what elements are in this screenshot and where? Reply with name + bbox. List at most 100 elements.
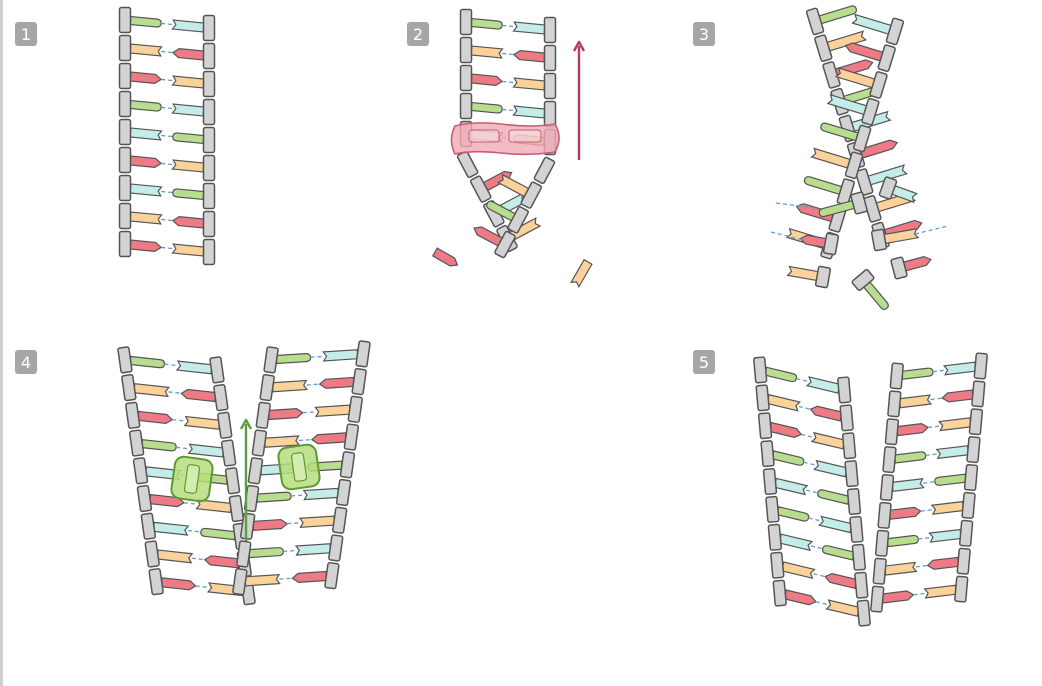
backbone-segment: [839, 404, 854, 432]
nucleotide-orange: [810, 431, 846, 450]
nucleotide-orange: [898, 394, 933, 409]
nucleotide-red: [768, 421, 803, 438]
backbone-segment: [335, 478, 352, 507]
nucleotide-green: [172, 132, 205, 145]
nucleotide-red: [252, 518, 289, 531]
backbone-segment: [128, 429, 145, 457]
nucleotide-green: [817, 489, 851, 505]
nucleotide-blue: [928, 528, 962, 543]
hydrogen-bond: [195, 585, 209, 589]
hydrogen-bond: [172, 418, 186, 422]
helicase-subunit: [468, 129, 500, 143]
backbone-segment: [765, 495, 780, 523]
synthesis-direction-arrow-head: [239, 418, 253, 430]
backbone-segment: [213, 383, 229, 412]
nucleotide-red: [941, 389, 975, 403]
step-badge: 5: [693, 350, 715, 374]
nucleotide-red: [470, 73, 504, 86]
hydrogen-bond: [923, 481, 935, 484]
backbone-segment: [125, 401, 141, 429]
backbone-segment: [856, 599, 871, 627]
hydrogen-bond: [502, 80, 514, 84]
hydrogen-bond: [932, 369, 945, 373]
nucleotide-green: [821, 545, 856, 561]
hydrogen-bond: [796, 377, 809, 382]
backbone-segment: [117, 346, 133, 374]
backbone-segment: [884, 418, 900, 446]
backbone-segment: [844, 460, 859, 488]
nucleotide-blue: [322, 349, 359, 362]
nucleotide-blue: [512, 105, 546, 119]
backbone-segment: [236, 540, 252, 568]
backbone-segment: [459, 36, 473, 64]
backbone-segment: [870, 585, 885, 613]
hydrogen-bond: [805, 489, 818, 494]
nucleotide-orange: [938, 417, 972, 432]
nucleotide-green: [129, 15, 162, 28]
backbone-segment: [355, 340, 371, 368]
backbone-segment: [263, 346, 279, 374]
hydrogen-bond: [310, 355, 324, 358]
backbone-segment: [118, 230, 132, 258]
hydrogen-bond: [287, 522, 301, 525]
backbone-segment: [202, 182, 216, 210]
backbone-segment: [247, 457, 264, 485]
nucleotide-orange: [470, 45, 504, 59]
nucleotide-blue: [851, 13, 893, 35]
backbone-segment: [757, 412, 773, 440]
backbone-segment: [459, 8, 473, 36]
nucleotide-orange: [766, 394, 802, 412]
step-label: 3: [699, 25, 709, 44]
nucleotide-blue: [187, 443, 225, 458]
nucleotide-green: [129, 99, 162, 112]
nucleotide-green: [248, 547, 284, 559]
hydrogen-bond: [161, 50, 173, 54]
nucleotide-orange: [133, 383, 171, 398]
hydrogen-bond: [915, 564, 928, 568]
nucleotide-blue: [171, 103, 205, 117]
backbone-segment: [148, 568, 164, 596]
backbone-segment: [772, 579, 787, 607]
nucleotide-blue: [813, 459, 848, 478]
nucleotide-green: [901, 367, 934, 380]
backbone-segment: [887, 390, 902, 418]
backbone-segment: [879, 474, 895, 502]
nucleotide-red: [888, 506, 922, 520]
nucleotide-red: [783, 589, 817, 606]
backbone-segment: [851, 543, 867, 571]
backbone-segment: [494, 230, 516, 259]
nucleotide-orange: [129, 211, 163, 225]
backbone-segment: [846, 488, 862, 516]
backbone-segment: [844, 151, 864, 180]
backbone-segment: [255, 401, 271, 429]
step-badge-bg: [693, 350, 715, 374]
hydrogen-bond: [927, 425, 940, 429]
hydrogen-bond: [801, 433, 814, 438]
backbone-segment: [328, 534, 344, 562]
backbone-segment: [220, 439, 237, 467]
nucleotide-blue: [942, 361, 977, 376]
nucleotide-blue: [818, 515, 853, 534]
nucleotide-orange: [786, 265, 820, 282]
backbone-segment: [118, 90, 132, 118]
step-label: 4: [21, 353, 31, 372]
backbone-segment: [872, 557, 887, 585]
step-badge-bg: [407, 22, 429, 46]
hydrogen-bond: [914, 225, 949, 235]
hydrogen-bond: [161, 162, 173, 166]
backbone-segment: [202, 42, 216, 70]
step-badge-bg: [15, 350, 37, 374]
backbone-segment: [118, 62, 132, 90]
backbone-segment: [874, 529, 890, 557]
nucleotide-green: [763, 366, 798, 383]
nucleotide-green: [275, 353, 312, 365]
backbone-segment: [543, 44, 557, 72]
nucleotide-red: [267, 408, 304, 421]
nucleotide-orange: [271, 379, 309, 393]
nucleotide-red: [431, 247, 459, 267]
step-label: 1: [21, 25, 31, 44]
backbone-segment: [202, 70, 216, 98]
nucleotide-orange: [825, 599, 861, 617]
step-badge-bg: [15, 22, 37, 46]
backbone-segment: [755, 384, 770, 412]
